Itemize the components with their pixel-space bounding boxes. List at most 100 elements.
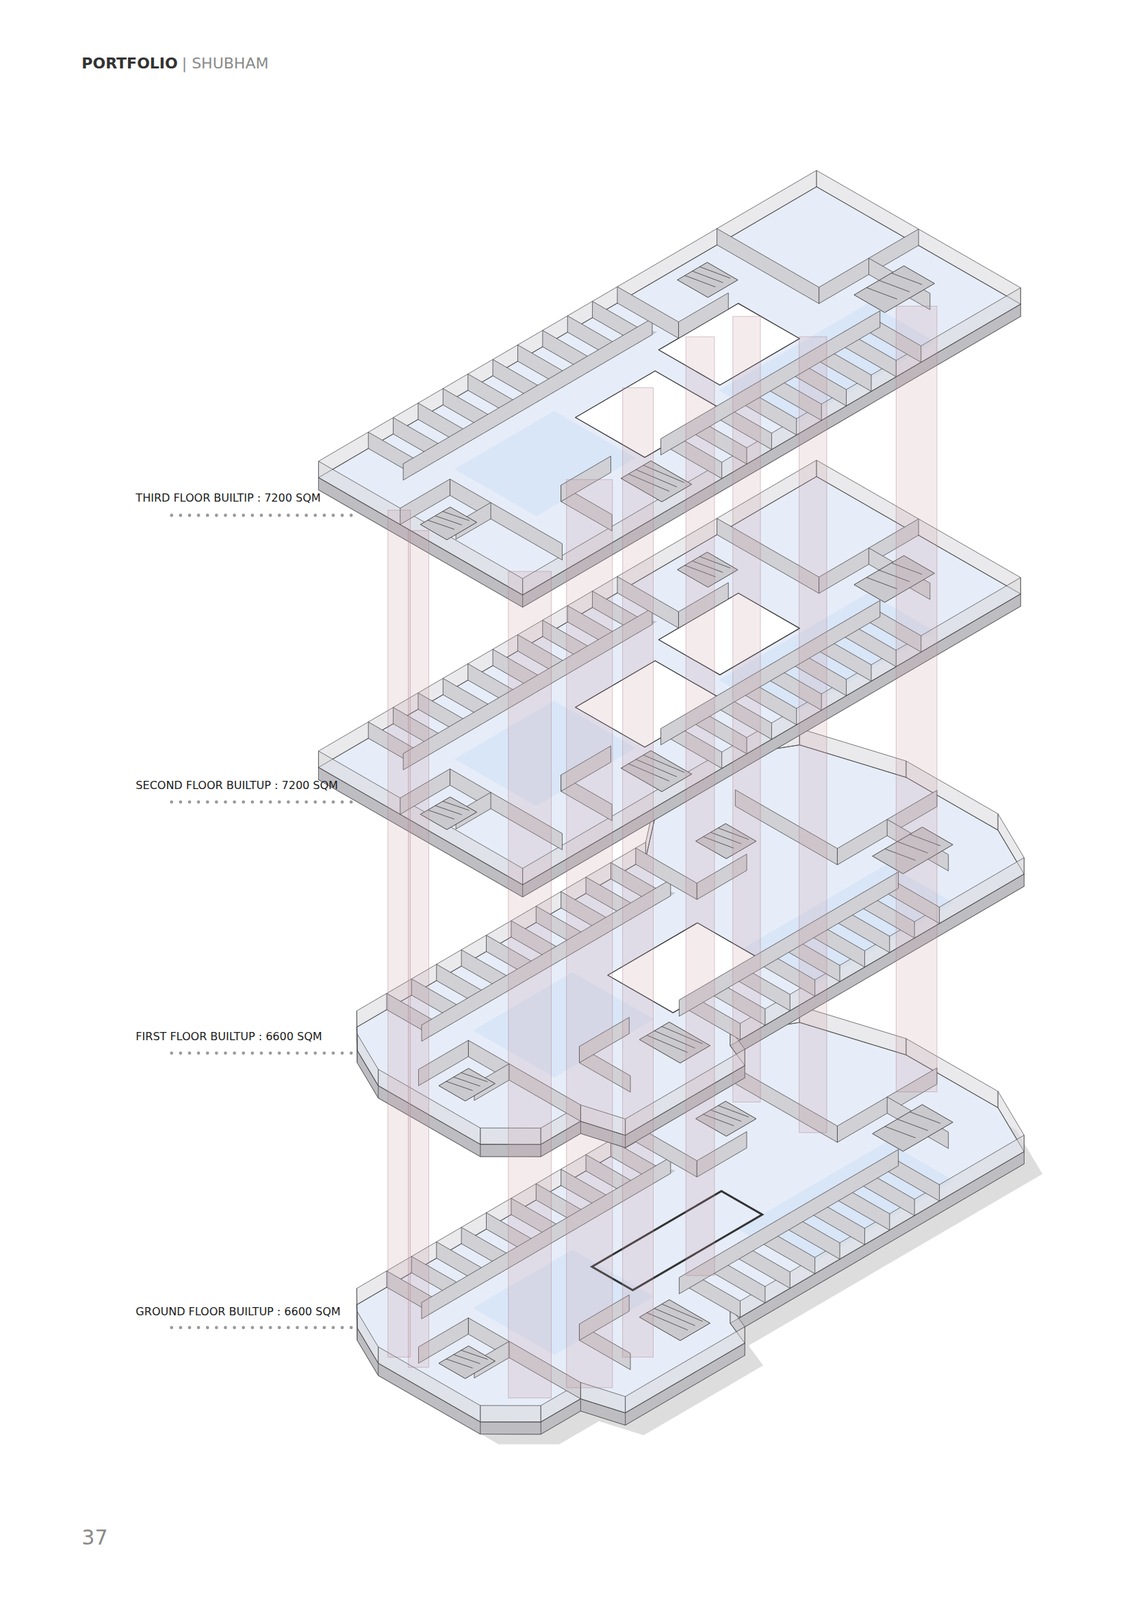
leader-dot — [304, 800, 308, 805]
leader-dot — [241, 513, 246, 518]
interior-wall — [617, 286, 679, 339]
perimeter-wall — [357, 1311, 379, 1364]
leader-dot — [268, 800, 273, 805]
leader-dot — [188, 1325, 192, 1330]
leader-dots — [169, 1051, 353, 1055]
service-shaft — [408, 530, 430, 1368]
cubicle-line — [699, 266, 731, 279]
leader-dot — [197, 1325, 201, 1330]
leader-dot — [277, 513, 282, 518]
portfolio-header: PORTFOLIO — [81, 55, 178, 72]
page-number: 37 — [81, 1526, 108, 1549]
leader-dot — [178, 800, 183, 805]
interior-wall — [403, 318, 653, 480]
leader-dot — [241, 1325, 246, 1330]
leader-dot — [268, 1051, 273, 1055]
leader-dot — [206, 513, 210, 518]
leader-dot — [260, 513, 264, 518]
cubicle-line — [442, 801, 470, 811]
leader-dot — [295, 513, 300, 518]
cubicle-line — [654, 1308, 696, 1326]
leader-dot — [322, 1051, 326, 1055]
leader-dot — [331, 800, 336, 805]
cubicle-line — [461, 1072, 488, 1082]
leader-dot — [169, 800, 174, 805]
leader-dot — [169, 1051, 174, 1055]
cubicle-line — [891, 273, 923, 285]
floor-label: GROUND FLOOR BUILTUP : 6600 SQM — [135, 1305, 341, 1319]
floor-label: THIRD FLOOR BUILTIP : 7200 SQM — [135, 492, 321, 505]
service-core — [438, 1068, 495, 1102]
leader-dot — [260, 800, 264, 805]
leader-dot — [286, 1051, 291, 1055]
service-shaft — [799, 336, 827, 1133]
cubicle-line — [710, 1110, 742, 1122]
leader-dot — [349, 1325, 354, 1330]
leader-dot — [340, 513, 345, 518]
leader-dot — [214, 1325, 219, 1330]
leader-dot — [188, 1051, 192, 1055]
leader-dot — [349, 1051, 354, 1055]
leader-dot — [295, 1051, 300, 1055]
leader-dot — [260, 1325, 264, 1330]
leader-dot — [268, 513, 273, 518]
leader-dot — [232, 1325, 237, 1330]
slab-side — [480, 1422, 541, 1435]
leader-dot — [277, 1325, 282, 1330]
cubicle-line — [427, 810, 455, 820]
leader-dot — [322, 1325, 326, 1330]
leader-dot — [214, 800, 219, 805]
leader-dot — [223, 513, 228, 518]
leader-dot — [268, 1325, 273, 1330]
cubicle-line — [897, 1118, 929, 1131]
cubicle-line — [685, 275, 716, 288]
interior-wall — [717, 228, 820, 304]
cubicle-line — [884, 1126, 916, 1139]
cubicle-line — [442, 511, 470, 521]
cubicle-line — [461, 1350, 488, 1360]
leader-dot — [349, 513, 354, 518]
leader-dot — [178, 1051, 183, 1055]
cubicle-line — [692, 271, 724, 283]
leader-dot — [214, 1051, 219, 1055]
leader-dot — [250, 1325, 254, 1330]
cubicle-line — [866, 577, 898, 590]
leader-dot — [232, 1051, 237, 1055]
service-core — [854, 265, 935, 313]
leader-dot — [250, 800, 254, 805]
cubicle-line — [909, 1112, 941, 1124]
leader-dots — [169, 513, 353, 518]
cubicle-line — [446, 1081, 473, 1091]
service-shaft — [508, 571, 552, 1399]
cubicle-line — [717, 1105, 749, 1117]
leader-dot — [206, 1325, 210, 1330]
leader-dots — [169, 1325, 353, 1330]
cubicle-line — [878, 280, 910, 293]
leader-dot — [340, 1325, 345, 1330]
leader-dot — [241, 800, 246, 805]
leader-dot — [206, 1051, 210, 1055]
floor-label: FIRST FLOOR BUILTUP : 6600 SQM — [135, 1030, 322, 1044]
leader-dot — [295, 1325, 300, 1330]
cubicle-line — [435, 805, 462, 815]
leader-dot — [223, 1051, 228, 1055]
perimeter-wall — [357, 1034, 379, 1086]
leader-dot — [206, 800, 210, 805]
leader-dot — [197, 513, 201, 518]
author-name: | SHUBHAM — [182, 55, 269, 72]
leader-dot — [313, 1325, 317, 1330]
leader-dot — [260, 1051, 264, 1055]
service-shaft — [622, 388, 654, 1358]
leader-dot — [340, 1051, 345, 1055]
leader-dot — [304, 1325, 308, 1330]
leader-dot — [322, 513, 326, 518]
floor-label: SECOND FLOOR BUILTUP : 7200 SQM — [135, 779, 339, 792]
leader-dot — [169, 1325, 174, 1330]
leader-dot — [286, 513, 291, 518]
leader-dot — [232, 513, 237, 518]
leader-dot — [277, 1051, 282, 1055]
leader-dot — [223, 800, 228, 805]
service-shaft — [732, 316, 761, 1102]
service-shaft — [566, 479, 613, 1388]
